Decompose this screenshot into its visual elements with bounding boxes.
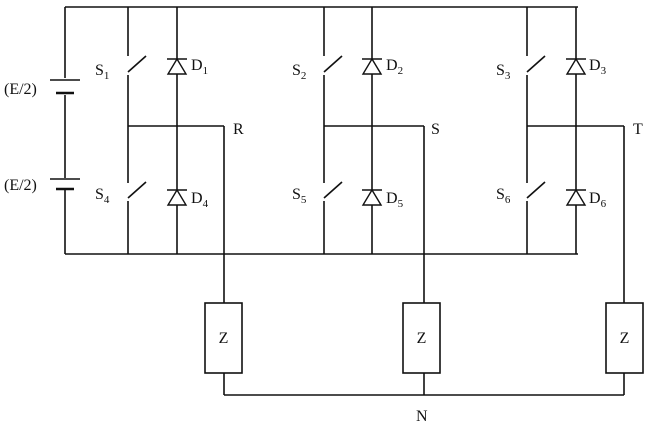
- phase-r-label: R: [233, 121, 244, 138]
- load-s-box: [402, 302, 441, 374]
- phase-s-label: S: [431, 121, 440, 138]
- load-r-label: Z: [219, 330, 229, 347]
- load-r: Z: [204, 302, 243, 374]
- phase-t-label: T: [633, 121, 643, 138]
- diode-d4-label: D4: [191, 190, 209, 210]
- leg-r: S1 D1 S4 D4 R: [95, 7, 244, 303]
- switch-s6-label: S6: [496, 186, 511, 206]
- leg-t: S3 D3 S6 D6 T: [496, 7, 643, 303]
- load-t: Z: [605, 302, 644, 374]
- battery-lower: (E/2): [4, 177, 80, 194]
- neutral-connection: N: [223, 373, 625, 425]
- switch-s1-label: S1: [95, 62, 109, 82]
- switch-s3-label: S3: [496, 62, 511, 82]
- switch-s2-label: S2: [292, 62, 306, 82]
- diode-d1-symbol: [166, 57, 188, 75]
- switch-s6-blade: [526, 181, 546, 199]
- switch-s2-blade: [323, 55, 343, 73]
- switch-s4-blade: [127, 181, 147, 199]
- dc-bus: [64, 6, 578, 255]
- source-label-upper: (E/2): [4, 81, 37, 98]
- battery-upper: (E/2): [4, 79, 80, 98]
- switch-s5-label: S5: [292, 186, 307, 206]
- leg-s: S2 D2 S5 D5 S: [292, 7, 440, 303]
- diode-d6-symbol: [565, 188, 587, 206]
- diode-d3-label: D3: [589, 57, 607, 77]
- load-s-label: Z: [417, 330, 427, 347]
- switch-s5-blade: [323, 181, 343, 199]
- neutral-label: N: [416, 408, 428, 425]
- diode-d4-symbol: [166, 188, 188, 206]
- load-s: Z: [402, 302, 441, 374]
- diode-d6-label: D6: [589, 190, 607, 210]
- diode-d2-symbol: [361, 57, 383, 75]
- switch-s4-label: S4: [95, 186, 110, 206]
- switch-s1-blade: [127, 55, 147, 73]
- diode-d1-label: D1: [191, 57, 208, 77]
- diode-d5-label: D5: [386, 190, 404, 210]
- diode-d2-label: D2: [386, 57, 403, 77]
- load-r-box: [204, 302, 243, 374]
- diode-d3-symbol: [565, 57, 587, 75]
- load-t-label: Z: [620, 330, 630, 347]
- source-label-lower: (E/2): [4, 177, 37, 194]
- switch-s3-blade: [526, 55, 546, 73]
- diode-d5-symbol: [361, 188, 383, 206]
